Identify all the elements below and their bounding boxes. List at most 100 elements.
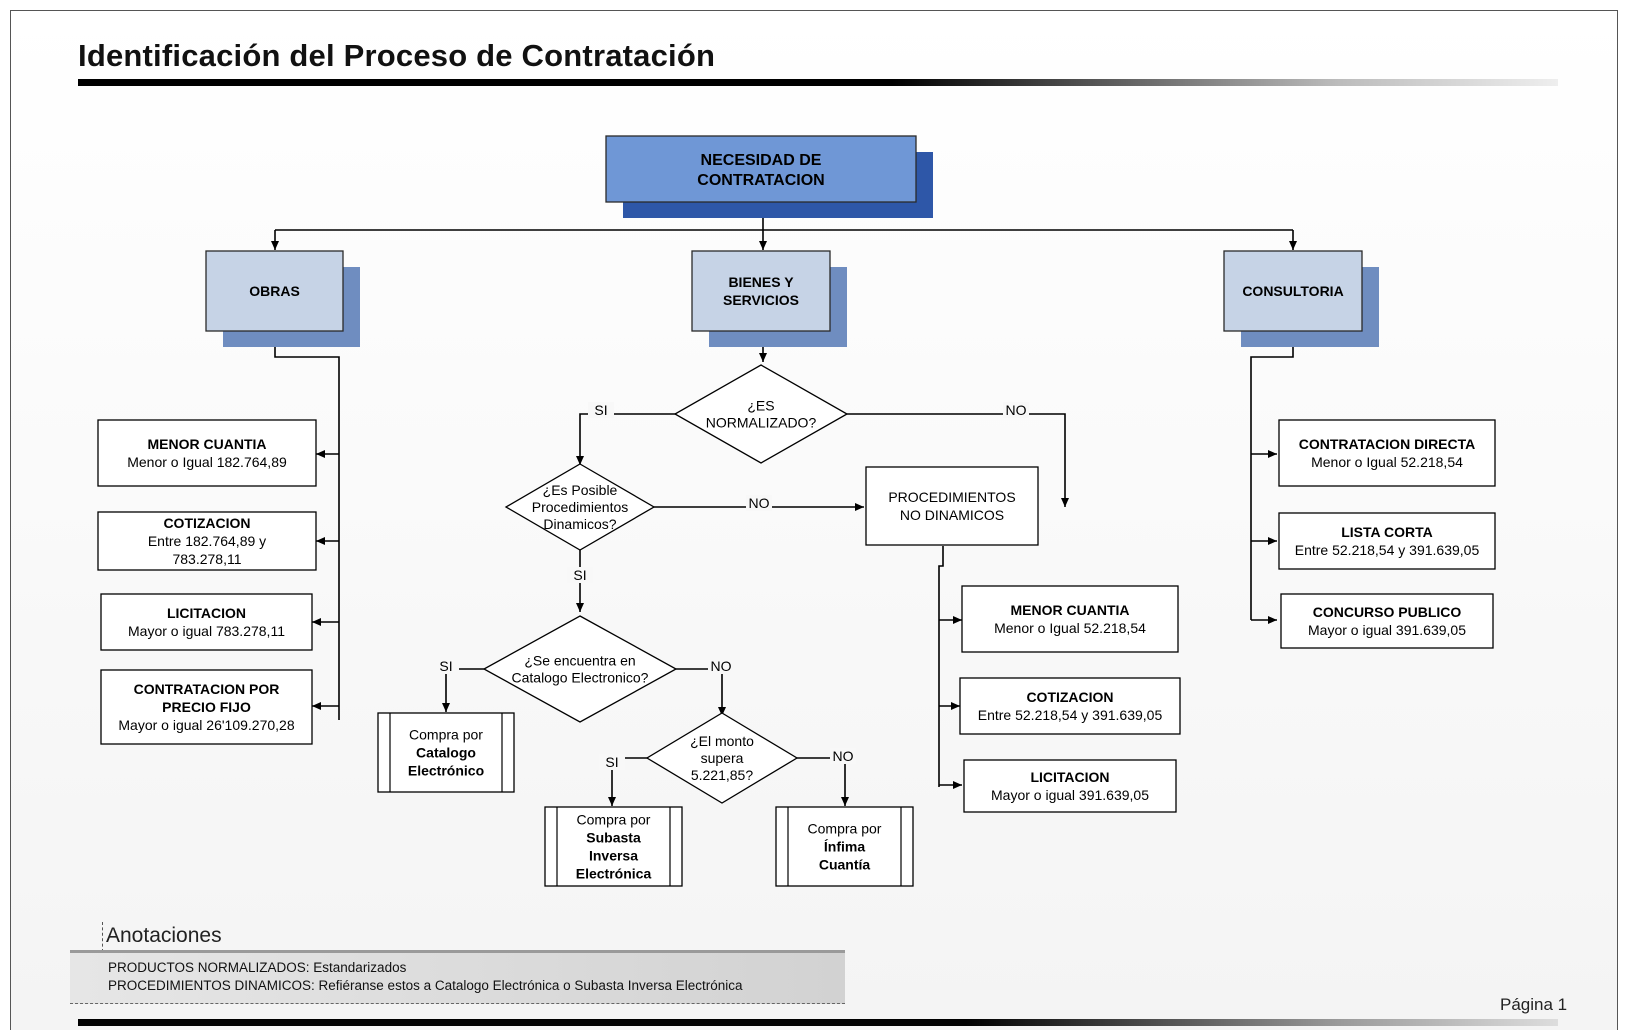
decision-dinamicos-shape — [504, 463, 656, 551]
catalogo-si — [442, 668, 484, 712]
decision-catalogo-text: ¿Se encuentra en — [524, 653, 635, 669]
page-number: Página 1 — [1500, 995, 1568, 1014]
category-obras: OBRAS — [205, 250, 360, 347]
consultoria-item-1-title: LISTA CORTA — [1341, 524, 1433, 540]
no-dinamicos-item-0-detail: Menor o Igual 52.218,54 — [994, 620, 1146, 636]
obras-item-1-detail: 783.278,11 — [172, 551, 241, 567]
no-dinamicos-item-2-detail: Mayor o igual 391.639,05 — [991, 787, 1149, 803]
label-si-normalizado: SI — [594, 402, 607, 418]
decision-dinamicos-text: ¿Es Posible — [543, 482, 618, 498]
annotation-marker — [102, 922, 103, 952]
category-bienes-face — [691, 250, 831, 332]
consultoria-item-1-frame — [1278, 512, 1496, 570]
category-bienes-label: SERVICIOS — [723, 292, 799, 308]
outcome-catalogo-plain: Compra por — [409, 727, 483, 743]
label-no-dinamicos: NO — [749, 495, 770, 511]
page-title: Identificación del Proceso de Contrataci… — [78, 38, 716, 73]
no-dinamicos-item-0-frame — [961, 585, 1179, 653]
obras-item-0-detail: Menor o Igual 182.764,89 — [127, 454, 287, 470]
label-no-catalogo-bg — [708, 658, 734, 674]
root-node-label: NECESIDAD DE — [701, 152, 822, 169]
category-bienes: BIENES Y SERVICIOS — [691, 250, 847, 347]
consultoria-item-0-title: CONTRATACION DIRECTA — [1299, 436, 1476, 452]
decision-monto-text: supera — [701, 750, 744, 766]
obras-item-3-frame — [100, 669, 313, 745]
outcome-subasta-plain: Compra por — [577, 812, 651, 828]
decision-monto-shape — [645, 712, 799, 804]
procedimientos-no-dinamicos-title: PROCEDIMIENTOS — [888, 489, 1015, 505]
bottom-rule — [78, 1019, 1558, 1026]
obras-item-2-title: LICITACION — [167, 605, 246, 621]
decision-normalizado-text: NORMALIZADO? — [706, 415, 817, 431]
obras-item-1-frame — [97, 511, 317, 571]
outcome-infima-bold: Ínfima — [824, 839, 865, 855]
outcome-catalogo-bold: Electrónico — [408, 763, 484, 779]
consultoria-item-0-detail: Menor o Igual 52.218,54 — [1311, 454, 1463, 470]
obras-item-0-title: MENOR CUANTIA — [148, 436, 267, 452]
consultoria-item-2-detail: Mayor o igual 391.639,05 — [1308, 622, 1466, 638]
no-dinamicos-item-0-title: MENOR CUANTIA — [1011, 602, 1130, 618]
outcome-infima-frame — [775, 806, 914, 887]
annotations-box: PRODUCTOS NORMALIZADOS: Estandarizados P… — [70, 950, 845, 1004]
label-no-normalizado-bg — [1003, 402, 1029, 418]
annotations-title: Anotaciones — [106, 924, 222, 947]
outcome-subasta-bold: Electrónica — [576, 866, 652, 882]
decision-normalizado-shape — [673, 364, 849, 464]
procedimientos-no-dinamicos-frame — [865, 466, 1039, 546]
obras-item-2-detail: Mayor o igual 783.278,11 — [128, 623, 285, 639]
monto-no — [797, 757, 849, 806]
label-si-normalizado-bg — [588, 402, 614, 418]
category-consultoria: CONSULTORIA — [1223, 250, 1379, 347]
decision-dinamicos-text: Procedimientos — [532, 499, 629, 515]
outcome-catalogo-bold: Catalogo — [416, 745, 476, 761]
consultoria-item-0-frame — [1278, 419, 1496, 487]
category-consultoria-label: CONSULTORIA — [1242, 283, 1343, 299]
label-si-monto-bg — [599, 754, 625, 770]
annotation-line-dinamicos: PROCEDIMIENTOS DINAMICOS: Refiéranse est… — [108, 978, 743, 993]
obras-item-3-detail: Mayor o igual 26'109.270,28 — [118, 717, 294, 733]
category-consultoria-face — [1223, 250, 1363, 332]
obras-item-2-frame — [100, 593, 313, 651]
category-obras-face — [205, 250, 344, 332]
title-underline — [78, 79, 1558, 86]
category-bienes-label: BIENES Y — [728, 274, 794, 290]
label-no-monto-bg — [830, 748, 856, 764]
decision-catalogo-shape — [482, 615, 678, 723]
procedimientos-no-dinamicos: PROCEDIMIENTOS NO DINAMICOS — [865, 466, 1039, 546]
no-dinamicos-item-1-detail: Entre 52.218,54 y 391.639,05 — [978, 707, 1163, 723]
obras-item-2: LICITACION Mayor o igual 783.278,11 — [100, 593, 313, 651]
root-node-face — [605, 135, 917, 203]
obras-item-3-title: CONTRATACION POR — [134, 681, 280, 697]
decision-normalizado-text: ¿ES — [747, 398, 774, 414]
normalizado-si — [576, 413, 676, 465]
catalogo-no — [676, 668, 726, 716]
outcome-subasta-frame — [544, 806, 683, 887]
consultoria-item-2-frame — [1280, 593, 1494, 649]
no-dinamicos-item-1-frame — [959, 677, 1181, 735]
procedimientos-no-dinamicos-title: NO DINAMICOS — [900, 507, 1004, 523]
label-si-monto: SI — [605, 754, 618, 770]
no-dinamicos-item-0: MENOR CUANTIA Menor o Igual 52.218,54 — [961, 585, 1179, 653]
obras-item-0: MENOR CUANTIA Menor o Igual 182.764,89 — [97, 419, 317, 487]
no-dinamicos-spine — [938, 546, 944, 787]
consultoria-item-1: LISTA CORTA Entre 52.218,54 y 391.639,05 — [1278, 512, 1496, 570]
label-si-dinamicos: SI — [573, 567, 586, 583]
no-dinamicos-item-2-frame — [963, 759, 1177, 813]
label-no-normalizado: NO — [1006, 402, 1027, 418]
consultoria-item-1-detail: Entre 52.218,54 y 391.639,05 — [1295, 542, 1480, 558]
label-no-monto: NO — [833, 748, 854, 764]
outcome-infima-plain: Compra por — [808, 821, 882, 837]
decision-monto-text: 5.221,85? — [691, 767, 753, 783]
label-no-catalogo: NO — [711, 658, 732, 674]
